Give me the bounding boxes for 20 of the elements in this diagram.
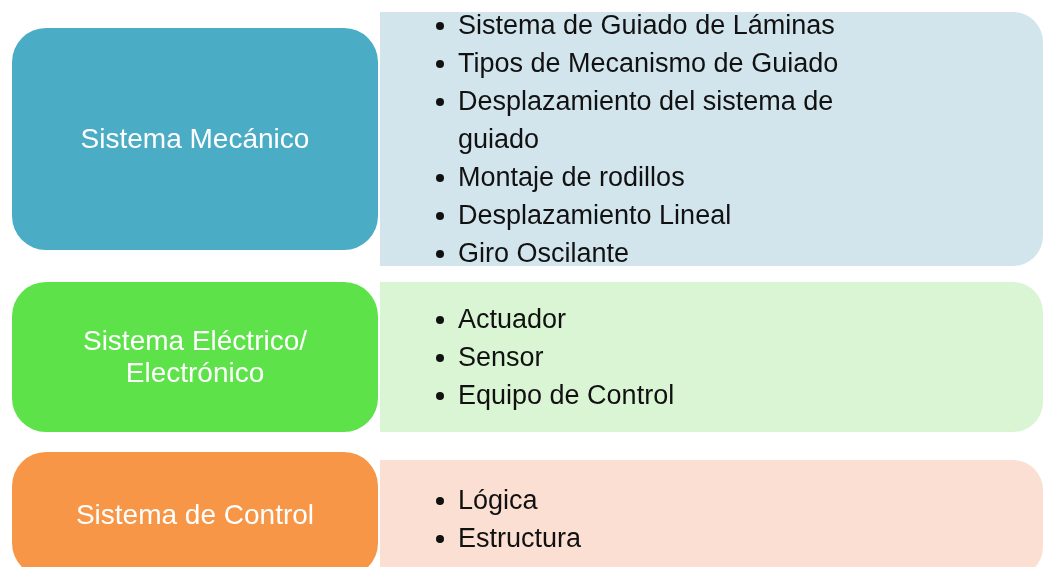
category-title: Sistema Mecánico (80, 123, 310, 155)
category-box (12, 28, 378, 250)
category-title: Sistema Eléctrico/ Electrónico (81, 325, 309, 389)
bullet-item: Desplazamiento del sistema de guiado (458, 85, 835, 156)
bullet-item: Lógica (458, 483, 539, 517)
list-panel (380, 460, 1043, 567)
bullet-item: Giro Oscilante (458, 237, 631, 270)
bullet-item: Montaje de rodillos (458, 161, 686, 194)
bullet-item: Desplazamiento Lineal (458, 199, 733, 232)
list-panel (380, 12, 1043, 266)
bullet-item: Sistema de Guiado de Láminas (458, 9, 836, 42)
bullet-item: Estructura (458, 521, 583, 555)
bullet-item: Equipo de Control (458, 379, 676, 412)
category-box (12, 282, 378, 432)
category-title: Sistema de Control (75, 498, 315, 531)
category-box (12, 452, 378, 567)
bullet-item: Tipos de Mecanismo de Guiado (458, 47, 840, 80)
bullet-item: Actuador (458, 303, 568, 336)
list-panel (380, 282, 1043, 432)
bullet-item: Sensor (458, 341, 545, 374)
